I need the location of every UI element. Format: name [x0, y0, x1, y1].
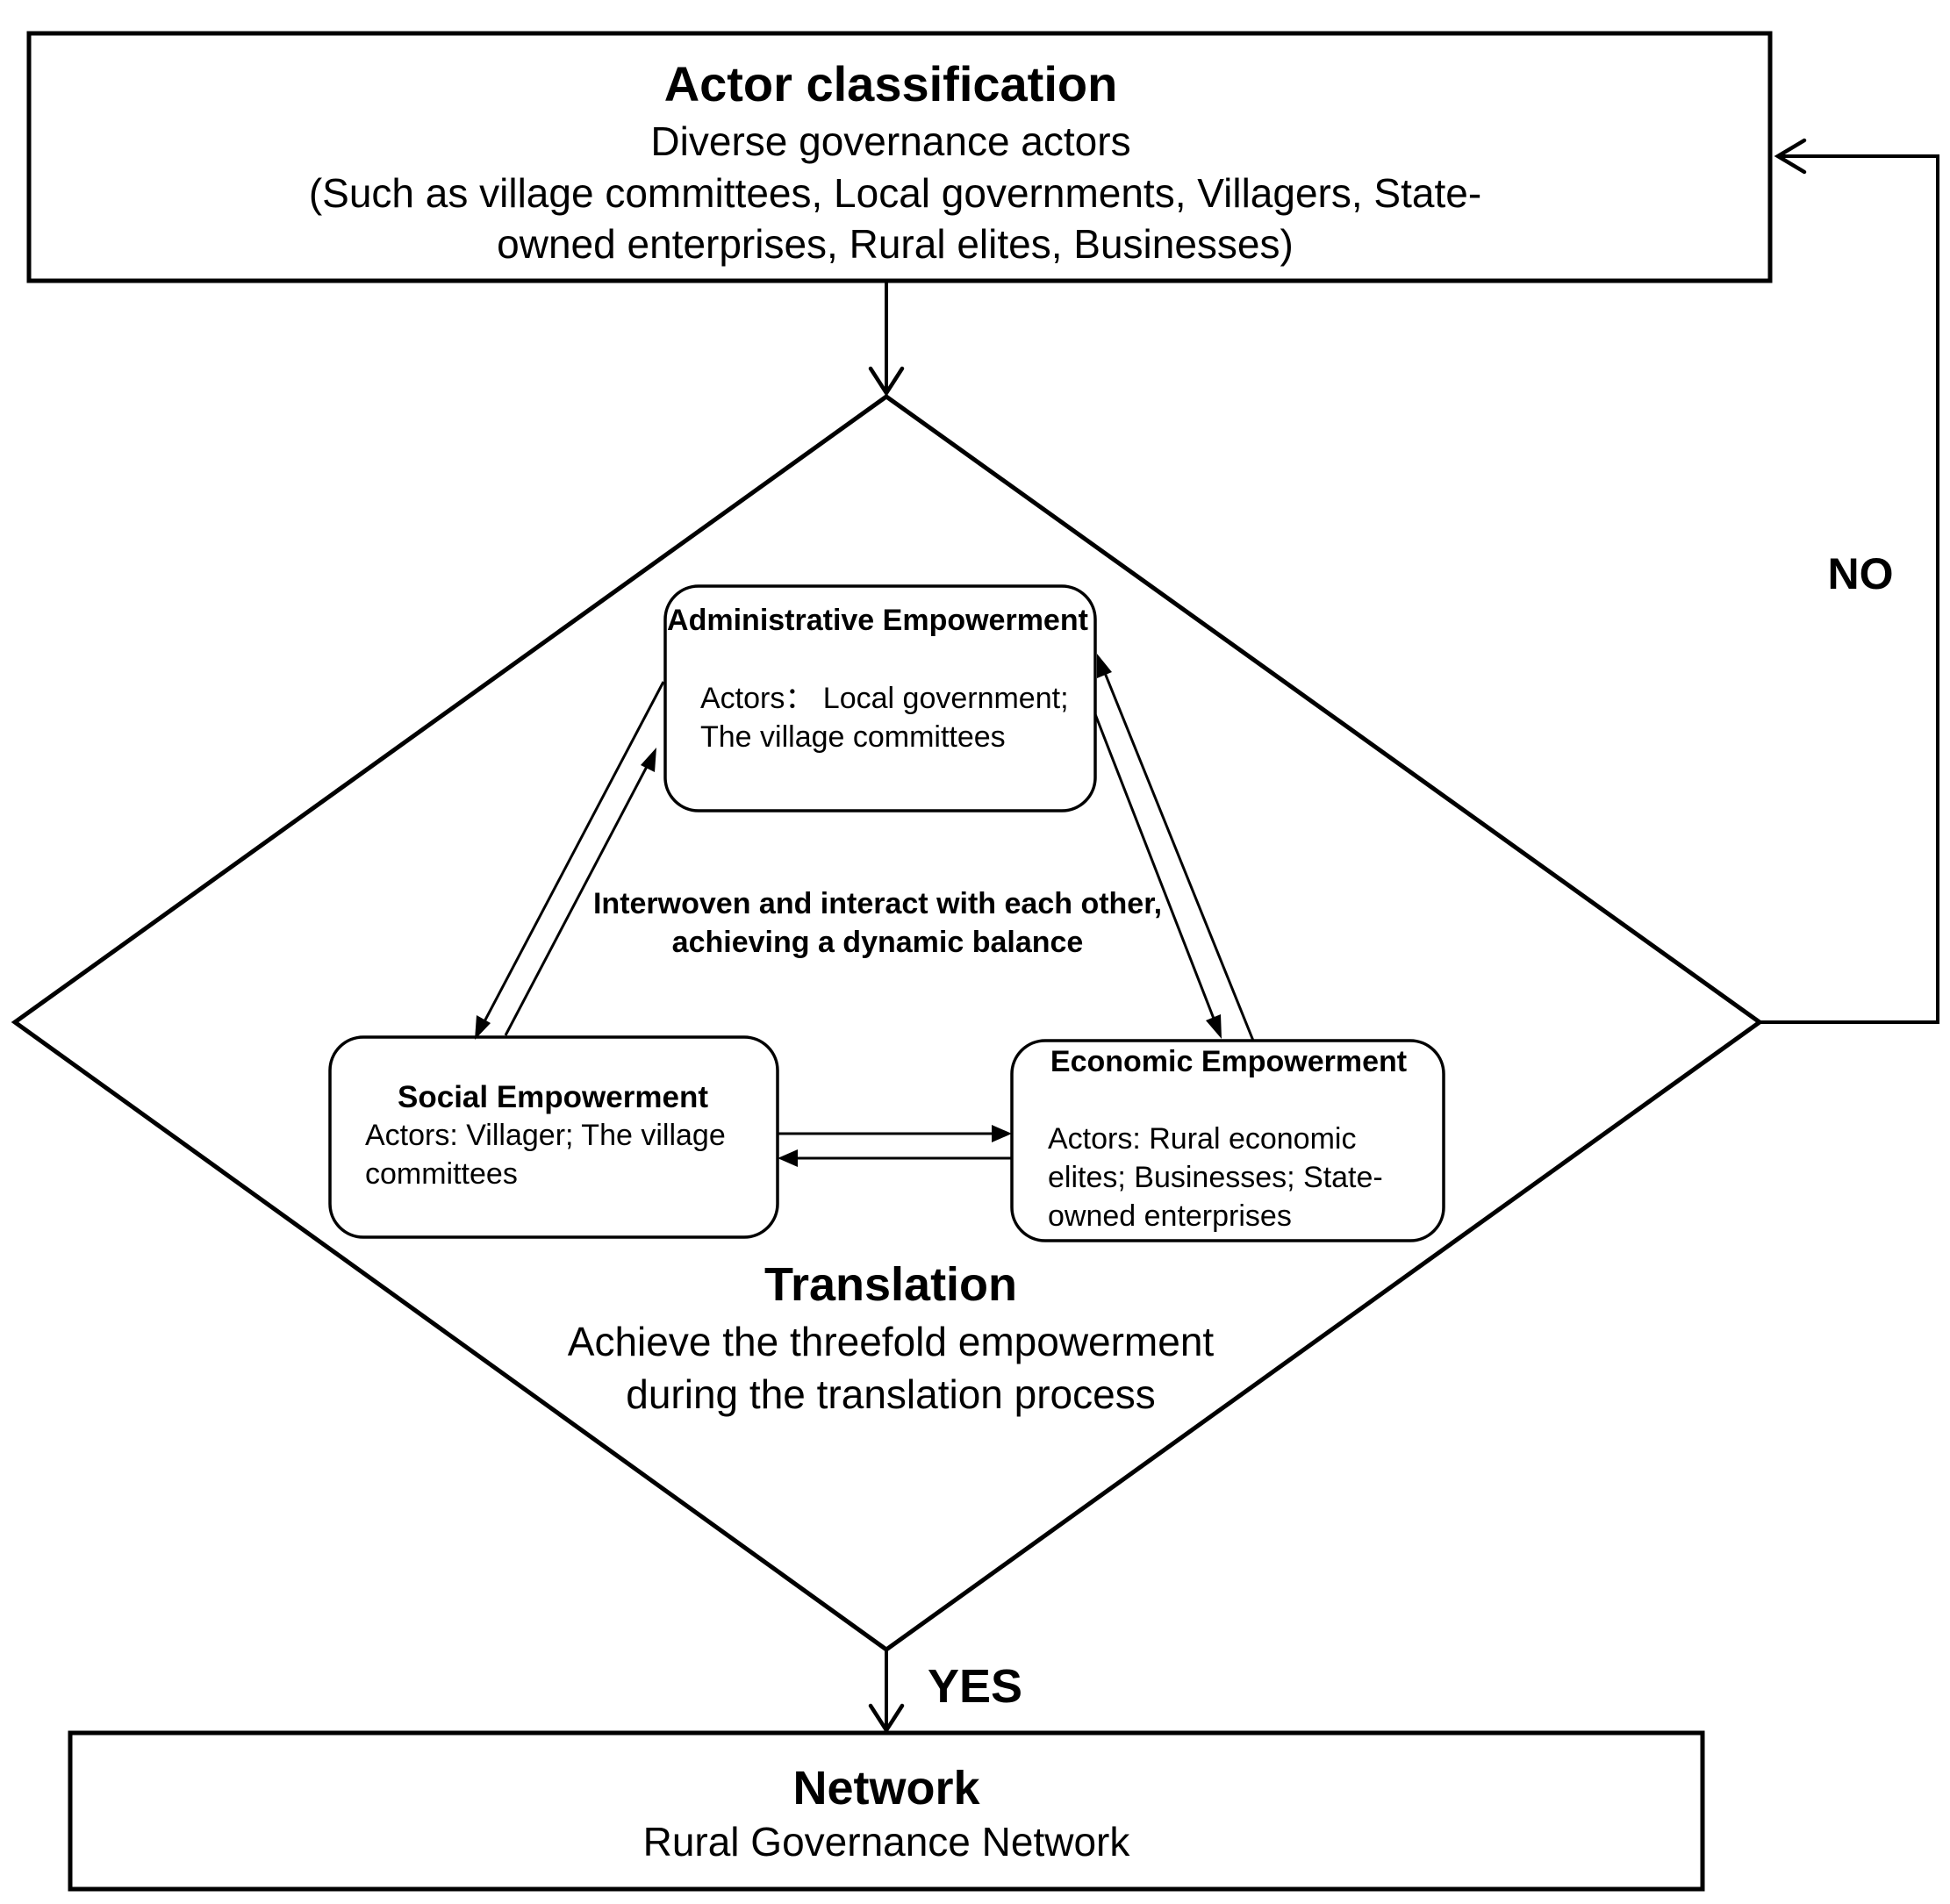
arrowhead-top-to-diamond — [868, 366, 905, 397]
administrative-empowerment-box — [663, 584, 1097, 812]
actor-classification-title: Actor classification — [663, 56, 1118, 111]
arrow-social-to-admin — [504, 761, 651, 1036]
actor-classification-subtitle: Diverse governance actors — [650, 118, 1131, 164]
arrowhead-admin-to-social — [475, 1015, 491, 1040]
arrowhead-social-to-economic — [992, 1125, 1012, 1142]
arrowhead-economic-to-admin — [1097, 654, 1112, 678]
no-feedback-line — [1760, 154, 1939, 1024]
actor-examples-line-1: (Such as village committees, Local gover… — [308, 170, 1482, 216]
yes-label: YES — [927, 1660, 1023, 1713]
actor-examples-line-2: owned enterprises, Rural elites, Busines… — [497, 221, 1294, 267]
social-empowerment-box — [328, 1035, 779, 1239]
arrow-admin-to-economic — [1093, 713, 1217, 1024]
network-title: Network — [792, 1762, 980, 1815]
arrowhead-social-to-admin — [641, 748, 656, 772]
translation-title: Translation — [764, 1258, 1018, 1311]
arrow-economic-to-admin — [1101, 668, 1255, 1041]
translation-diamond — [11, 393, 1764, 1653]
social-empowerment-title: Social Empowerment — [398, 1080, 708, 1114]
administrative-empowerment-actors: Actors： Local government; The village co… — [700, 682, 1069, 755]
arrowhead-admin-to-economic — [1206, 1014, 1222, 1039]
social-empowerment-actors: Actors: Villager; The village committees — [365, 1119, 726, 1192]
actor-classification-box — [26, 31, 1773, 283]
administrative-empowerment-title: Administrative Empowerment — [667, 604, 1088, 637]
translation-line-1: Achieve the threefold empowerment — [567, 1319, 1215, 1364]
translation-line-2: during the translation process — [626, 1371, 1156, 1417]
interaction-note: Interwoven and interact with each other,… — [592, 887, 1163, 960]
network-subtitle: Rural Governance Network — [642, 1819, 1130, 1865]
arrowhead-economic-to-social — [778, 1149, 798, 1167]
economic-empowerment-box — [1010, 1039, 1445, 1242]
arrow-admin-to-social — [481, 681, 665, 1026]
economic-empowerment-title: Economic Empowerment — [1050, 1045, 1408, 1078]
arrowhead-to-network — [868, 1703, 905, 1735]
arrowhead-no-to-top — [1774, 138, 1807, 175]
no-label: NO — [1827, 549, 1894, 598]
economic-empowerment-actors: Actors: Rural economic elites; Businesse… — [1048, 1122, 1383, 1234]
